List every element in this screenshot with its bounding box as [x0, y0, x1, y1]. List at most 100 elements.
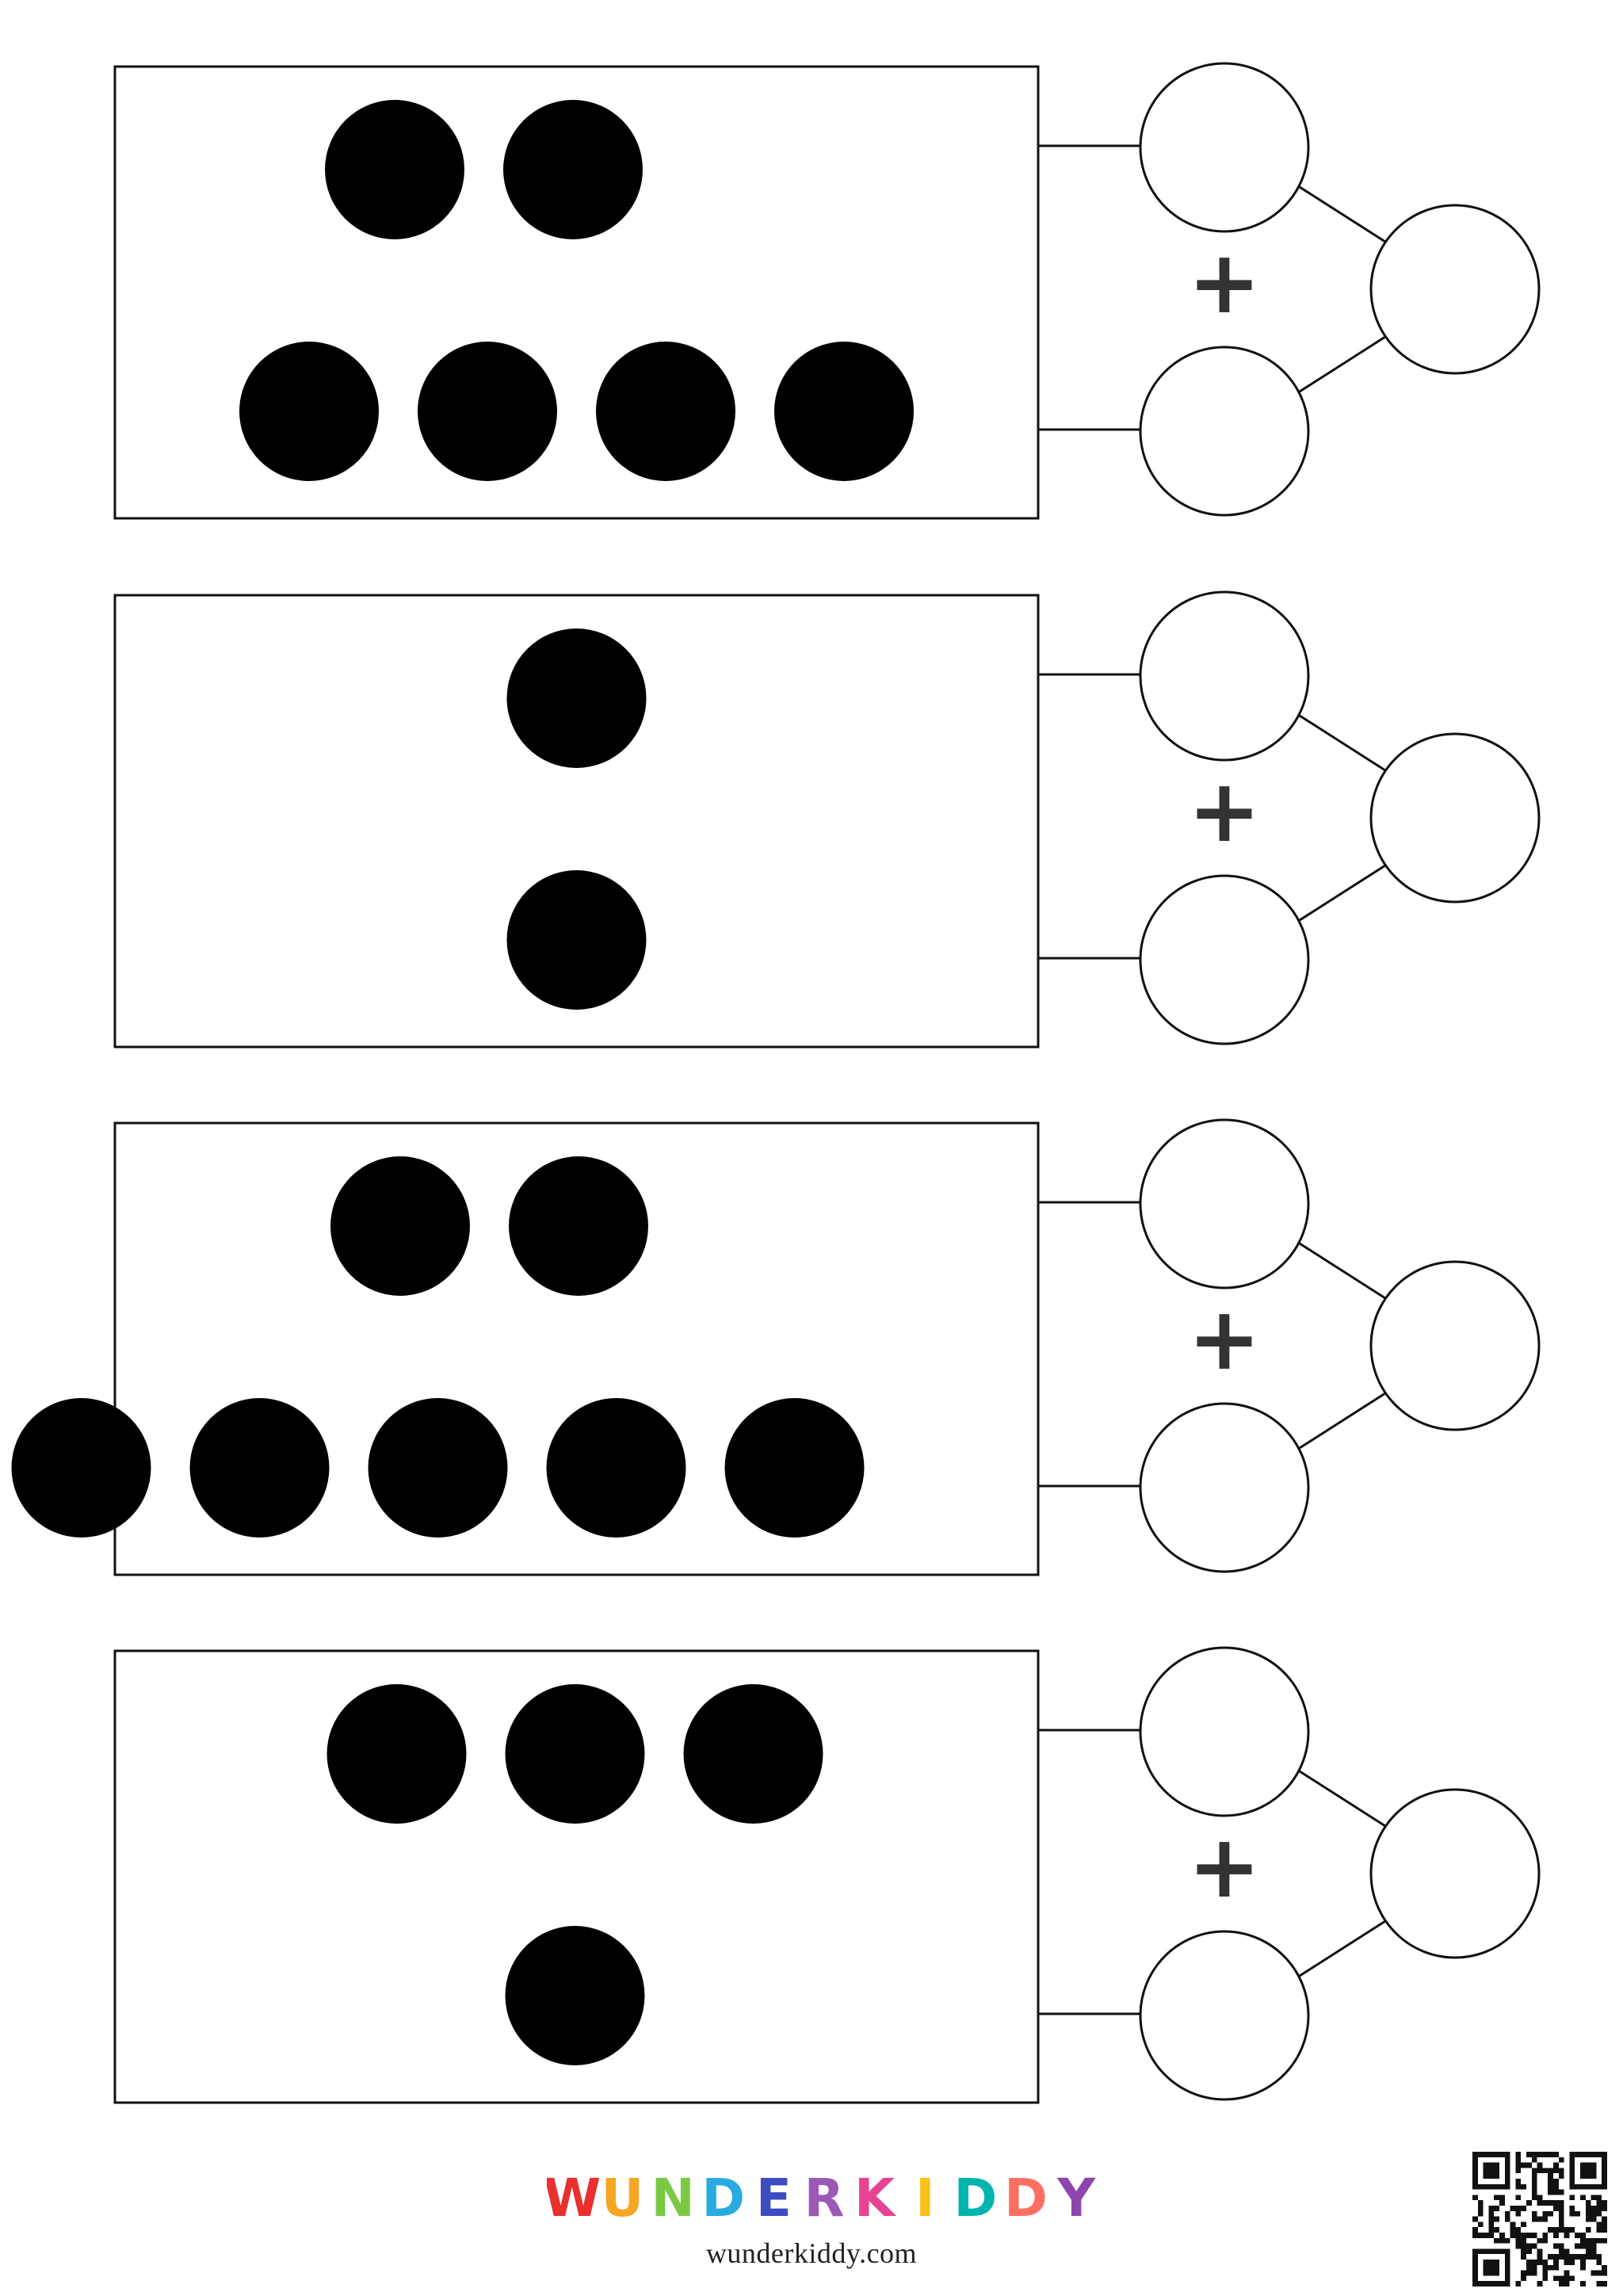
qr-module [1472, 2233, 1478, 2238]
qr-module [1569, 2227, 1575, 2233]
qr-module [1575, 2243, 1580, 2249]
qr-module [1564, 2248, 1570, 2255]
qr-module [1580, 2243, 1586, 2249]
qr-module [1575, 2254, 1580, 2260]
qr-module [1575, 2152, 1580, 2157]
qr-module [1596, 2200, 1602, 2206]
qr-module [1580, 2264, 1586, 2271]
qr-module [1585, 2183, 1591, 2190]
qr-module [1488, 2260, 1495, 2265]
qr-module [1477, 2206, 1484, 2211]
qr-module [1521, 2243, 1526, 2249]
qr-module [1472, 2264, 1478, 2271]
qr-module [1585, 2227, 1591, 2233]
qr-module [1596, 2270, 1602, 2276]
qr-module [1591, 2173, 1597, 2179]
counting-dot [546, 1398, 686, 1538]
qr-code[interactable] [1472, 2152, 1607, 2286]
qr-module [1515, 2162, 1522, 2168]
connector-line [1299, 864, 1386, 922]
qr-module [1472, 2183, 1478, 2190]
qr-module [1515, 2281, 1522, 2286]
counting-dot [189, 1398, 330, 1538]
counting-dot [506, 628, 647, 768]
addend-answer-circle [1139, 1118, 1310, 1289]
qr-module [1564, 2281, 1570, 2286]
qr-module [1575, 2210, 1580, 2217]
qr-module [1537, 2281, 1543, 2286]
plus-sign: + [1188, 1288, 1261, 1389]
counting-dot [327, 1684, 467, 1824]
qr-module [1526, 2233, 1532, 2238]
qr-module [1553, 2264, 1559, 2271]
qr-module [1531, 2183, 1537, 2190]
qr-module [1553, 2189, 1559, 2195]
qr-module [1494, 2183, 1499, 2190]
qr-module [1580, 2281, 1586, 2286]
qr-module [1575, 2183, 1580, 2190]
qr-module [1596, 2281, 1602, 2286]
qr-module [1542, 2275, 1549, 2282]
qr-module [1494, 2270, 1499, 2276]
counting-dot [11, 1398, 151, 1538]
qr-module [1483, 2248, 1489, 2255]
qr-module [1580, 2152, 1586, 2157]
qr-module [1548, 2210, 1553, 2217]
qr-module [1537, 2195, 1543, 2201]
connector-line [1299, 185, 1386, 243]
qr-module [1585, 2210, 1591, 2217]
qr-module [1585, 2237, 1591, 2244]
logo-letter: D [954, 2170, 998, 2225]
qr-module [1553, 2200, 1559, 2206]
qr-module [1531, 2270, 1537, 2276]
qr-module [1526, 2248, 1532, 2255]
qr-module [1596, 2195, 1602, 2201]
qr-module [1510, 2206, 1516, 2211]
qr-module [1548, 2264, 1553, 2271]
qr-module [1504, 2254, 1510, 2260]
qr-module [1548, 2200, 1553, 2206]
qr-module [1483, 2233, 1489, 2238]
qr-module [1602, 2183, 1607, 2190]
qr-module [1472, 2281, 1478, 2286]
qr-module [1504, 2264, 1510, 2271]
qr-module [1537, 2237, 1543, 2244]
qr-module [1580, 2162, 1586, 2168]
qr-module [1542, 2210, 1549, 2217]
logo-letter: Y [1056, 2170, 1096, 2225]
qr-module [1488, 2173, 1495, 2179]
qr-module [1537, 2200, 1543, 2206]
qr-module [1494, 2162, 1499, 2168]
qr-module [1515, 2237, 1522, 2244]
qr-module [1558, 2227, 1564, 2233]
qr-module [1548, 2183, 1553, 2190]
qr-module [1531, 2243, 1537, 2249]
qr-module [1569, 2260, 1575, 2265]
qr-module [1472, 2195, 1478, 2201]
qr-module [1483, 2168, 1489, 2174]
qr-module [1526, 2243, 1532, 2249]
qr-module [1569, 2157, 1575, 2163]
qr-module [1504, 2168, 1510, 2174]
qr-module [1553, 2179, 1559, 2184]
qr-module [1472, 2173, 1478, 2179]
counting-dot [774, 342, 914, 481]
qr-module [1504, 2157, 1510, 2163]
qr-module [1531, 2152, 1537, 2157]
qr-module [1558, 2254, 1564, 2260]
qr-module [1515, 2183, 1522, 2190]
qr-module [1580, 2173, 1586, 2179]
qr-module [1531, 2189, 1537, 2195]
qr-module [1472, 2162, 1478, 2168]
qr-module [1591, 2162, 1597, 2168]
qr-module [1531, 2264, 1537, 2271]
qr-module [1510, 2227, 1516, 2233]
site-url[interactable]: wunderkiddy.com [705, 2237, 918, 2269]
qr-module [1569, 2195, 1575, 2201]
qr-module [1494, 2248, 1499, 2255]
plus-sign: + [1188, 231, 1261, 333]
qr-module [1472, 2260, 1478, 2265]
counting-dot [596, 342, 735, 481]
qr-module [1553, 2260, 1559, 2265]
